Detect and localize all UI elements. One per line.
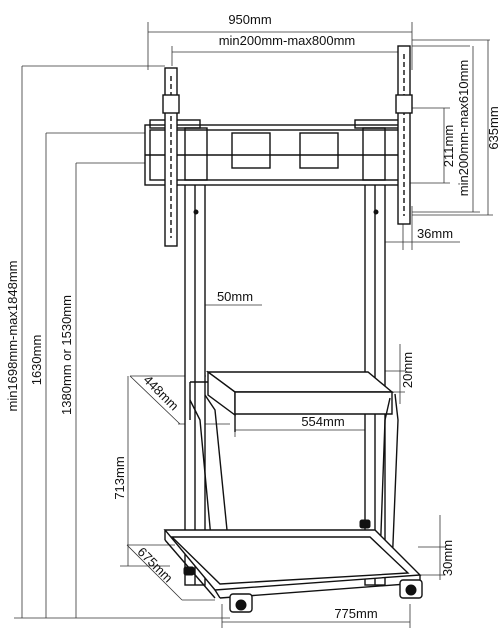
label-554: 554mm bbox=[301, 414, 344, 429]
label-211: 211mm bbox=[441, 125, 456, 167]
wheels bbox=[183, 519, 423, 613]
label-675: 675mm bbox=[135, 544, 176, 585]
stand-poles bbox=[184, 139, 386, 586]
label-448: 448mm bbox=[141, 372, 182, 413]
label-635: 635mm bbox=[486, 106, 500, 149]
mount-bracket bbox=[144, 119, 408, 186]
vesa-rails bbox=[162, 45, 413, 247]
label-1630: 1630mm bbox=[29, 335, 44, 386]
label-20: 20mm bbox=[400, 352, 415, 388]
label-50: 50mm bbox=[217, 289, 253, 304]
label-vesa-width: min200mm-max800mm bbox=[219, 33, 356, 48]
label-vesa-height: min200mm-max610mm bbox=[456, 60, 471, 197]
label-775: 775mm bbox=[334, 606, 377, 621]
label-30: 30mm bbox=[440, 540, 455, 576]
label-713: 713mm bbox=[112, 456, 127, 499]
base bbox=[163, 529, 422, 599]
label-950: 950mm bbox=[228, 12, 271, 27]
label-height-option: 1380mm or 1530mm bbox=[59, 295, 74, 415]
label-36: 36mm bbox=[417, 226, 453, 241]
label-height-range: min1698mm-max1848mm bbox=[5, 261, 20, 412]
shelf bbox=[189, 370, 399, 571]
